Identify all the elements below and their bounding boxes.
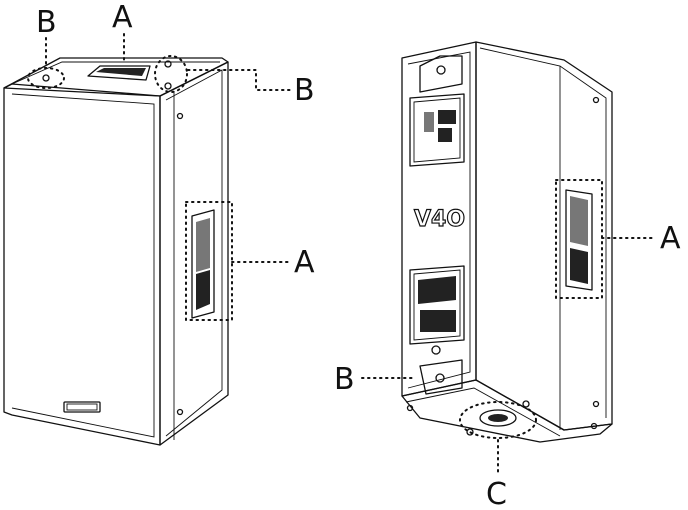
rear-panel-logo: V4O xyxy=(414,207,465,232)
callout-label-top-fitting-right: B xyxy=(294,73,315,108)
left-speaker: A B B A xyxy=(3,0,315,446)
callout-label-top-handle: A xyxy=(112,0,133,35)
callout-label-top-fitting: B xyxy=(36,5,57,40)
callout-label-side-handle: A xyxy=(294,245,315,280)
callout-label-pole-mount: C xyxy=(486,477,507,510)
callout-label-right-side-handle: A xyxy=(660,221,681,256)
callout-label-rear-bracket: B xyxy=(334,362,355,397)
right-speaker: V4O A B C xyxy=(334,41,681,510)
